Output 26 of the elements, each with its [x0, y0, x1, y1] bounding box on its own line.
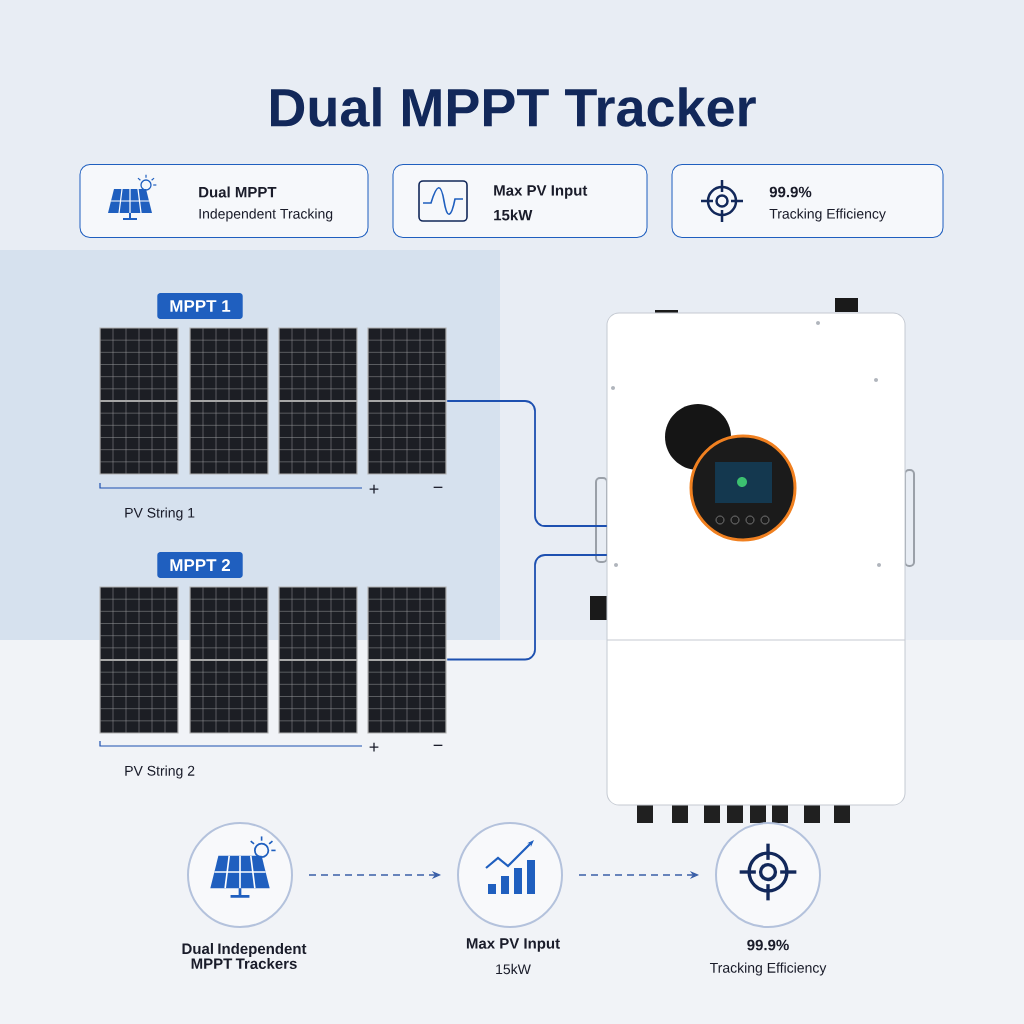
- card-heading: Dual MPPT: [199, 186, 277, 198]
- card-heading: Max PV Input: [494, 185, 588, 199]
- string-label: PV String 1: [125, 507, 195, 521]
- card-text: 15kW: [494, 209, 533, 221]
- step-label: Dual Independent MPPT Trackers: [182, 943, 307, 969]
- title: Dual MPPT Tracker: [271, 87, 756, 127]
- connector: [446, 554, 608, 661]
- feature-card: [392, 164, 648, 238]
- terminal-sign: +: [369, 742, 379, 752]
- mppt-tag: MPPT 1: [157, 293, 243, 319]
- card-text: Independent Tracking: [199, 208, 333, 222]
- feature-card: [671, 164, 944, 238]
- inverter-drawing: [590, 298, 915, 823]
- terminal-sign: −: [433, 486, 443, 488]
- step-label: 99.9%: [747, 939, 789, 951]
- connector: [446, 400, 608, 527]
- terminal-sign: +: [369, 484, 379, 494]
- string-label: PV String 2: [125, 765, 195, 779]
- card-heading: 99.9%: [769, 186, 812, 198]
- step-text: 15kW: [496, 963, 531, 975]
- mppt-tag: MPPT 2: [157, 552, 243, 578]
- step-text: Tracking Efficiency: [709, 962, 827, 976]
- card-text: Tracking Efficiency: [769, 208, 886, 222]
- feature-card: [79, 164, 369, 238]
- step-label: Max PV Input: [466, 938, 560, 952]
- terminal-sign: −: [433, 744, 443, 746]
